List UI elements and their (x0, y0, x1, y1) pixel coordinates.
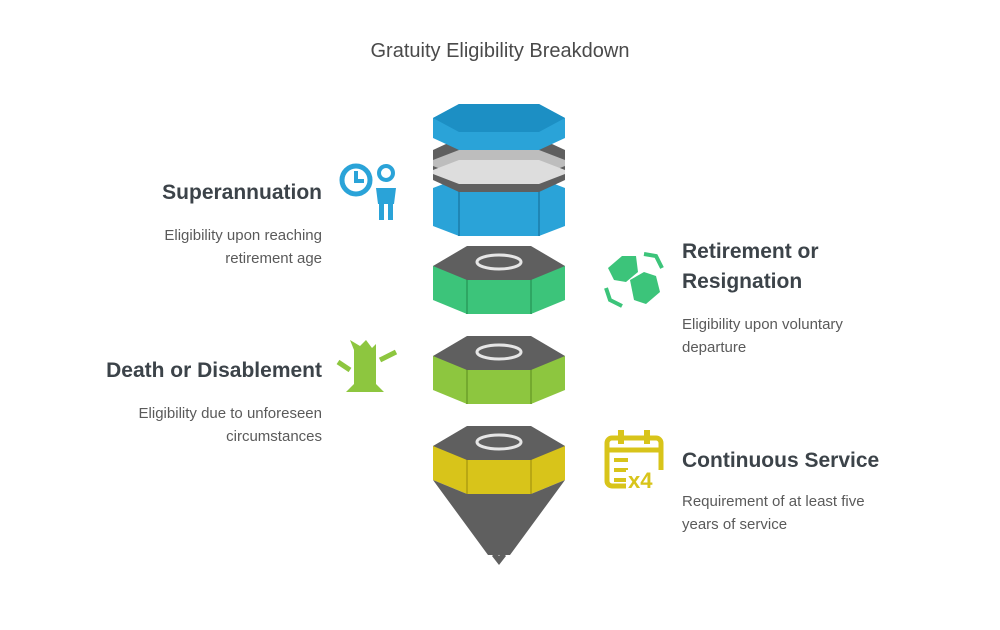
broken-tree-icon (336, 340, 398, 392)
death-heading: Death or Disablement (106, 359, 322, 382)
exchange-arrows-icon (604, 252, 664, 308)
death-desc-line1: Eligibility due to unforeseen (138, 405, 322, 422)
superannuation-heading: Superannuation (162, 181, 322, 204)
superannuation-desc-line1: Eligibility upon reaching (164, 227, 322, 244)
continuous-service-desc-line1: Requirement of at least five (682, 493, 865, 510)
segment-death-disablement (433, 336, 565, 404)
death-desc-line2: circumstances (226, 428, 322, 445)
retirement-desc-line2: departure (682, 339, 747, 356)
retirement-desc-line1: Eligibility upon voluntary (682, 316, 843, 333)
retirement-heading-line1: Retirement or (682, 240, 819, 263)
calendar-x4-icon: x4 (604, 430, 664, 493)
superannuation-desc-line2: retirement age (225, 250, 322, 267)
calendar-icon-text: x4 (628, 468, 653, 493)
segment-retirement-resignation (433, 246, 565, 314)
diagram-title: Gratuity Eligibility Breakdown (370, 40, 630, 62)
clock-person-icon (339, 163, 396, 220)
continuous-service-desc-line2: years of service (682, 516, 788, 533)
segment-continuous-service (433, 426, 565, 494)
pencil-tip (433, 480, 565, 565)
segment-superannuation (433, 104, 565, 236)
retirement-heading-line2: Resignation (682, 270, 803, 293)
continuous-service-heading: Continuous Service (682, 449, 880, 472)
